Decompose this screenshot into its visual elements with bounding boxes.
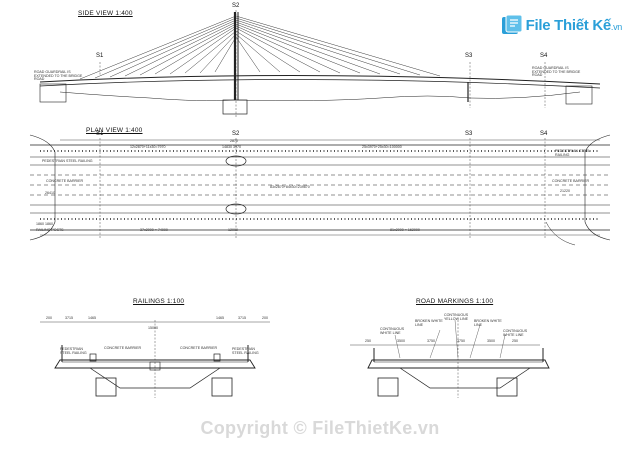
plan-ped-rail-left: PEDESTRIAN STEEL RAILING — [42, 159, 93, 163]
copyright-watermark: Copyright © FileThietKe.vn — [200, 418, 440, 438]
plan-span-left: 12x2870+11x30=7970 — [130, 145, 166, 149]
road-dim-6: 250 — [512, 339, 518, 343]
railings-dim-2: 3715 — [65, 316, 73, 320]
plan-concrete-barrier-left: CONCRETE BARRIER — [46, 179, 84, 183]
railings-dim-5: 1465 — [216, 316, 224, 320]
side-axis-s1: S1 — [96, 53, 104, 59]
railings-title: RAILINGS 1:100 — [133, 298, 185, 305]
plan-span-right: 25x3970+25x30=100000 — [362, 145, 402, 149]
side-view-title: SIDE VIEW 1:400 — [78, 10, 133, 17]
road-dim-3: 3750 — [427, 339, 435, 343]
road-label-continuous-right: CONTINUOUS WHITE LINE — [503, 329, 528, 337]
plan-span-mid-top: 2870 — [230, 139, 238, 143]
road-dim-1: 250 — [365, 339, 371, 343]
plan-bottom-left: 37x2000 = 74000 — [140, 228, 168, 232]
plan-view-title: PLAN VIEW 1:400 — [86, 127, 143, 134]
railings-barrier-left: CONCRETE BARRIER — [104, 346, 142, 350]
plan-ped-rail-right: PEDESTRIAN STEEL RAILING — [555, 149, 591, 157]
logo-brand: File Thiết Kế — [525, 16, 612, 34]
plan-view-drawing — [29, 134, 611, 246]
railings-dim-1: 200 — [46, 316, 52, 320]
road-markings-title: ROAD MARKINGS 1:100 — [416, 298, 494, 305]
side-axis-s3: S3 — [465, 53, 473, 59]
road-dim-4: 3750 — [457, 339, 465, 343]
railings-barrier-right: CONCRETE BARRIER — [180, 346, 218, 350]
road-markings-section-drawing — [350, 319, 550, 398]
road-dim-2: 3500 — [397, 339, 405, 343]
plan-railing-posts: RAILING POSTS — [36, 228, 64, 232]
railings-ped-left: PEDESTRIAN STEEL RAILING — [60, 347, 87, 355]
plan-right-dim: 21220 — [560, 189, 570, 193]
railings-dim-3: 1465 — [88, 316, 96, 320]
side-note-left: ROAD GUARDRAIL IS EXTENDED TO THE BRIDGE… — [34, 70, 83, 82]
logo-tld: .vn — [610, 21, 622, 32]
road-label-broken-left: BROKEN WHITE LINE — [415, 319, 443, 327]
road-label-broken-right: BROKEN WHITE LINE — [474, 319, 502, 327]
railings-dim-7: 200 — [262, 316, 268, 320]
logo-wordmark: File Thiết Kế.vn — [525, 16, 623, 34]
road-dim-5: 3500 — [487, 339, 495, 343]
plan-axis-s3: S3 — [465, 131, 473, 137]
road-label-continuous-left: CONTINUOUS WHITE LINE — [380, 327, 405, 335]
plan-center-dim: 83x2870+84x30=239870 — [270, 185, 310, 189]
plan-bottom-right: 81x2000 = 162000 — [390, 228, 420, 232]
side-axis-s2: S2 — [232, 3, 240, 9]
plan-left-dim: 26410 — [45, 191, 55, 195]
plan-axis-s1: S1 — [96, 131, 104, 137]
plan-axis-s2: S2 — [232, 131, 240, 137]
logo-icon — [501, 14, 523, 34]
railings-dim-4: 15000 — [148, 326, 158, 330]
railings-dim-6: 3715 — [238, 316, 246, 320]
railings-section-drawing — [40, 320, 270, 398]
plan-span-mid-dims: 14830 3970 — [222, 145, 241, 149]
plan-bottom-center: 12000 — [228, 228, 238, 232]
plan-far-left: 1860 1860 — [36, 222, 53, 226]
side-view-drawing — [39, 10, 601, 118]
plan-axis-s4: S4 — [540, 131, 548, 137]
side-axis-s4: S4 — [540, 53, 548, 59]
plan-concrete-barrier-right: CONCRETE BARRIER — [552, 179, 590, 183]
filethietke-logo: File Thiết Kế.vn — [501, 14, 622, 36]
road-label-yellow: CONTINUOUS YELLOW LINE — [444, 313, 469, 321]
railings-ped-right: PEDESTRIAN STEEL RAILING — [232, 347, 259, 355]
side-note-right: ROAD GUARDRAIL IS EXTENDED TO THE BRIDGE… — [532, 66, 581, 78]
